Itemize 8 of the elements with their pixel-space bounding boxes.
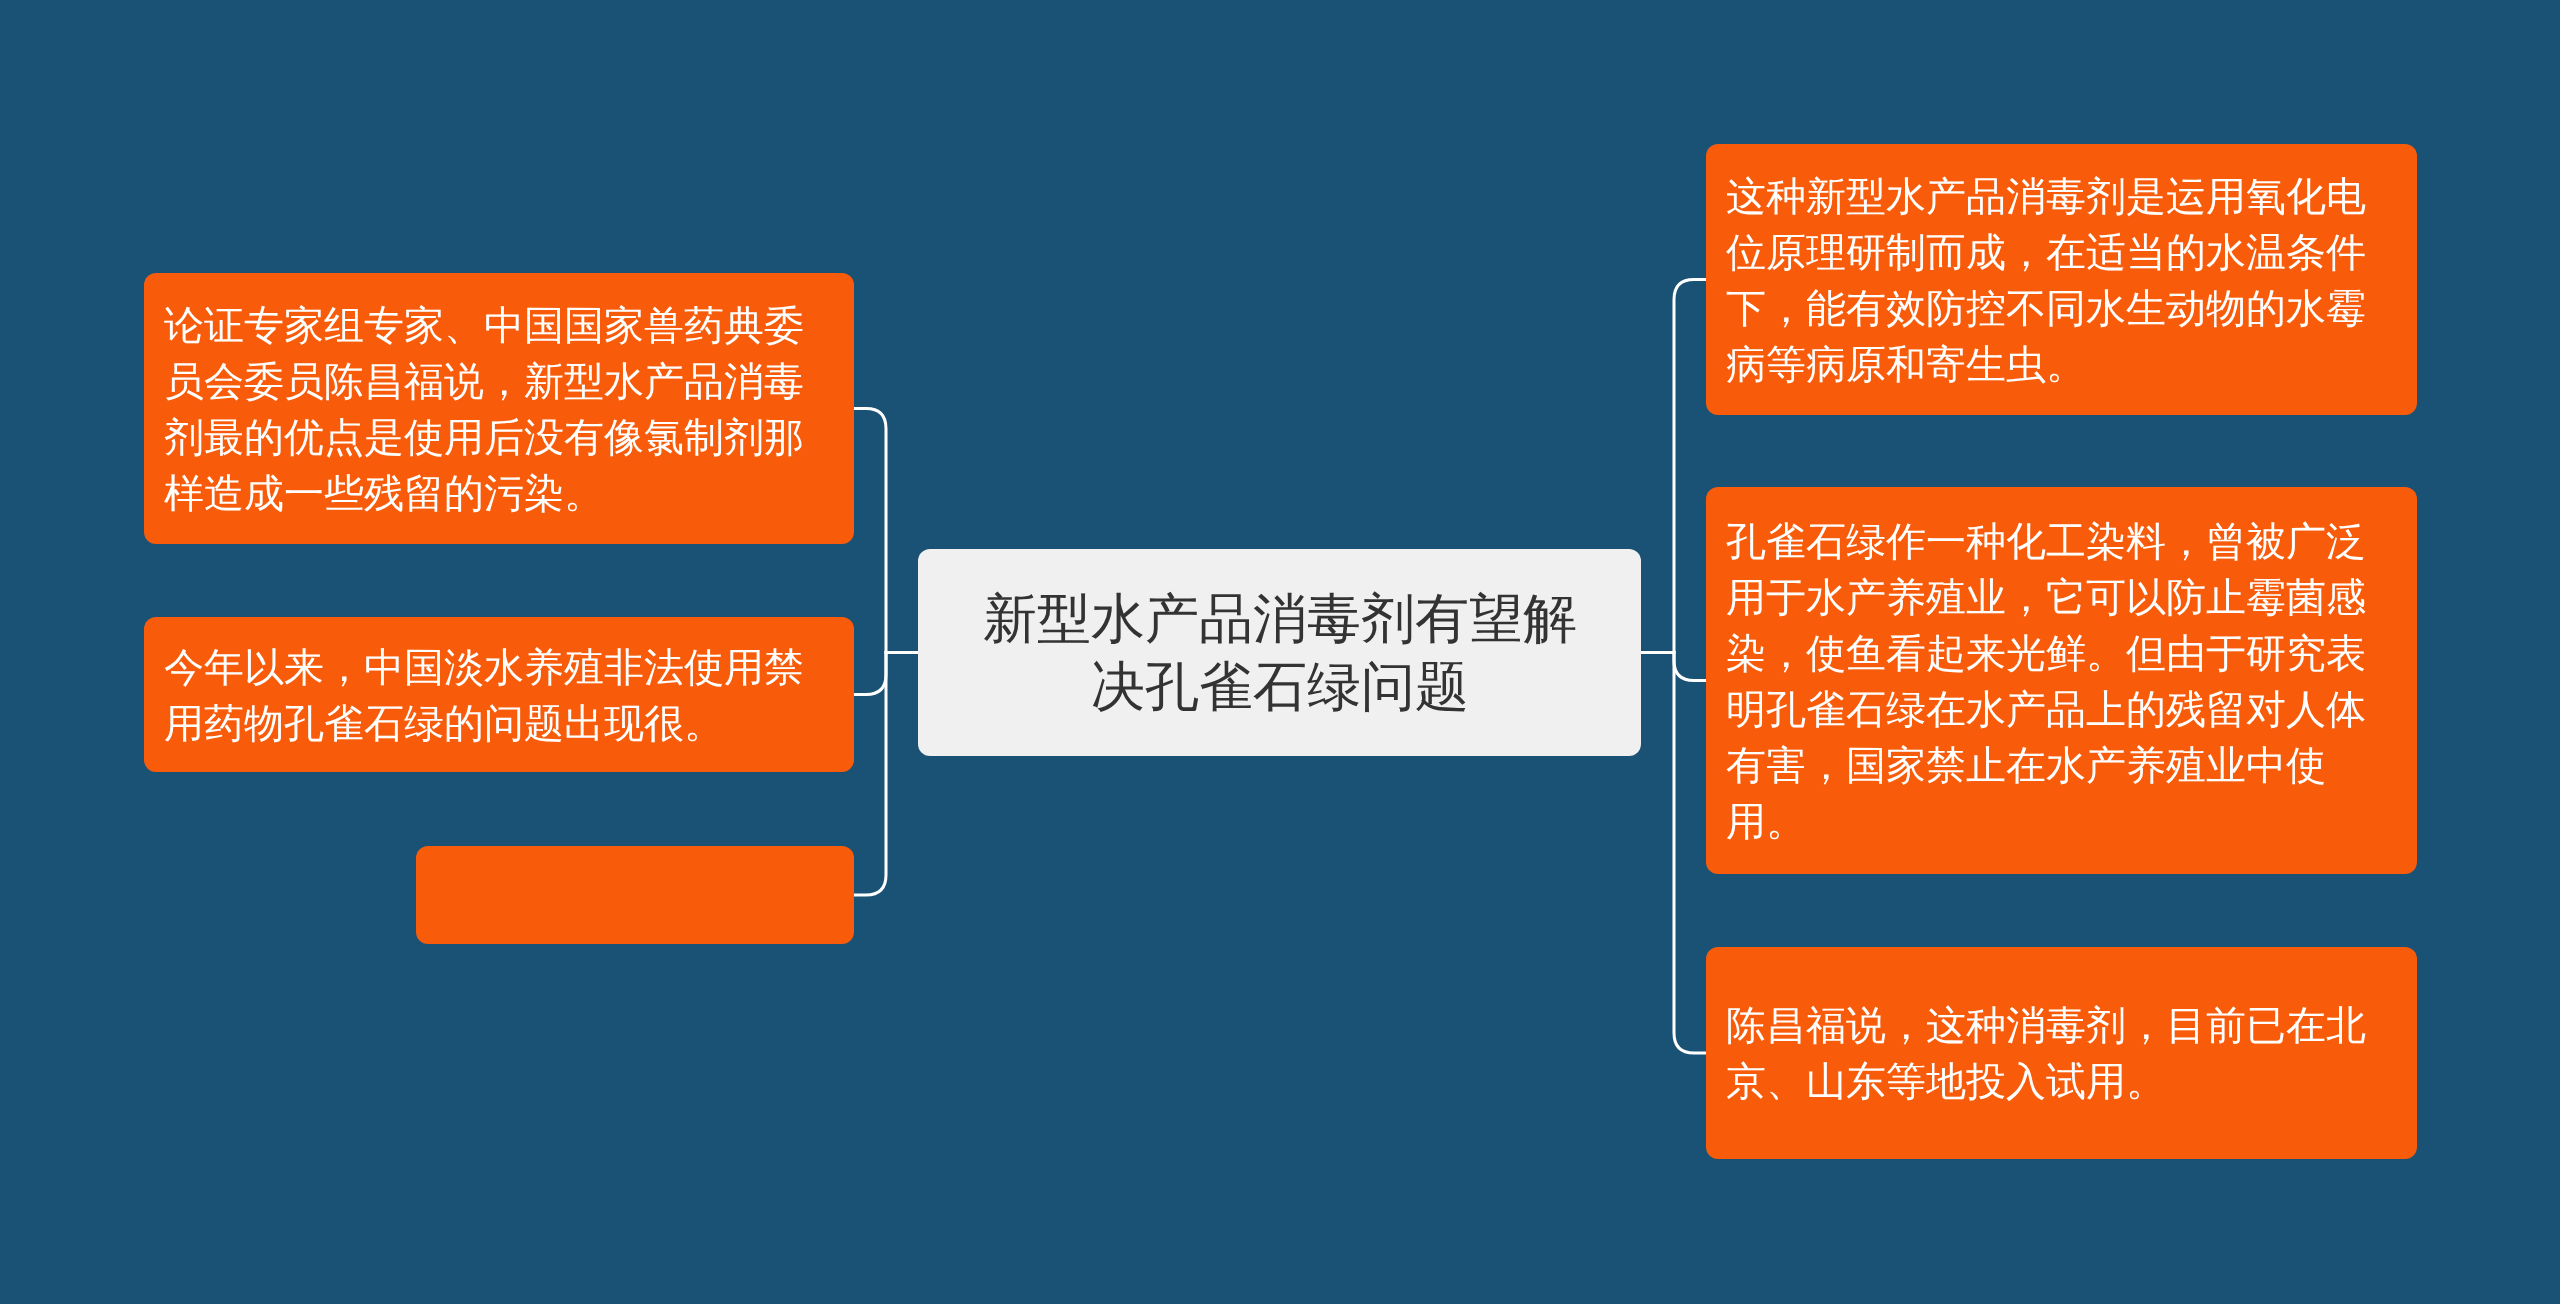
topic-box: 陈昌福说，这种消毒剂，目前已在北京、山东等地投入试用。: [1706, 947, 2417, 1159]
topic-box: 论证专家组专家、中国国家兽药典委员会委员陈昌福说，新型水产品消毒剂最的优点是使用后没有像氯制剂那样造成一些残留的污染。: [144, 273, 854, 544]
topic-box: 这种新型水产品消毒剂是运用氧化电位原理研制而成，在适当的水温条件下，能有效防控不同水生动物的水霉病等病原和寄生虫。: [1706, 144, 2417, 415]
topic-box: 孔雀石绿作一种化工染料，曾被广泛用于水产养殖业，它可以防止霉菌感染，使鱼看起来光鲜。但由于研究表明孔雀石绿在水产品上的残留对人体有害，国家禁止在水产养殖业中使用。: [1706, 487, 2417, 874]
central-topic-box: 新型水产品消毒剂有望解决孔雀石绿问题: [918, 549, 1641, 756]
topic-box: 今年以来，中国淡水养殖非法使用禁用药物孔雀石绿的问题出现很。: [144, 617, 854, 772]
connector-line: [1641, 651, 1706, 1055]
topic-box: [416, 846, 854, 944]
